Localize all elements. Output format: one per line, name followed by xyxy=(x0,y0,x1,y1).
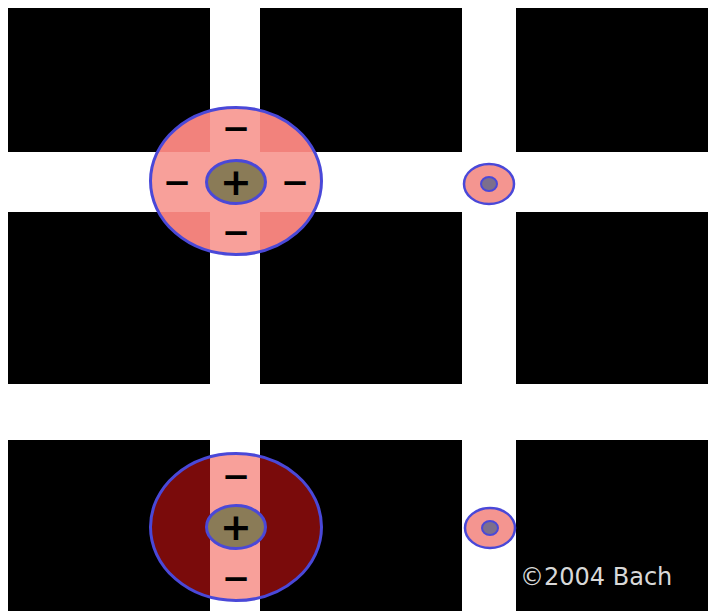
inhibitory-sign: − xyxy=(163,165,192,199)
excitatory-sign: + xyxy=(220,163,252,201)
receptive-field-center: + xyxy=(205,159,267,205)
inhibitory-sign: − xyxy=(222,111,251,145)
inhibitory-sign: − xyxy=(222,561,251,595)
small-receptive-field xyxy=(464,164,514,204)
receptive-field-center: + xyxy=(205,504,267,550)
small-receptive-field xyxy=(465,508,515,548)
receptive-field-surround: −−−−+ xyxy=(149,106,323,256)
inhibitory-sign: − xyxy=(222,215,251,249)
inhibitory-sign: − xyxy=(222,459,251,493)
receptive-field-surround: − − + xyxy=(149,452,323,602)
excitatory-sign: + xyxy=(220,508,252,546)
inhibitory-sign: − xyxy=(281,165,310,199)
copyright-note: ©2004 Bach xyxy=(520,565,672,589)
